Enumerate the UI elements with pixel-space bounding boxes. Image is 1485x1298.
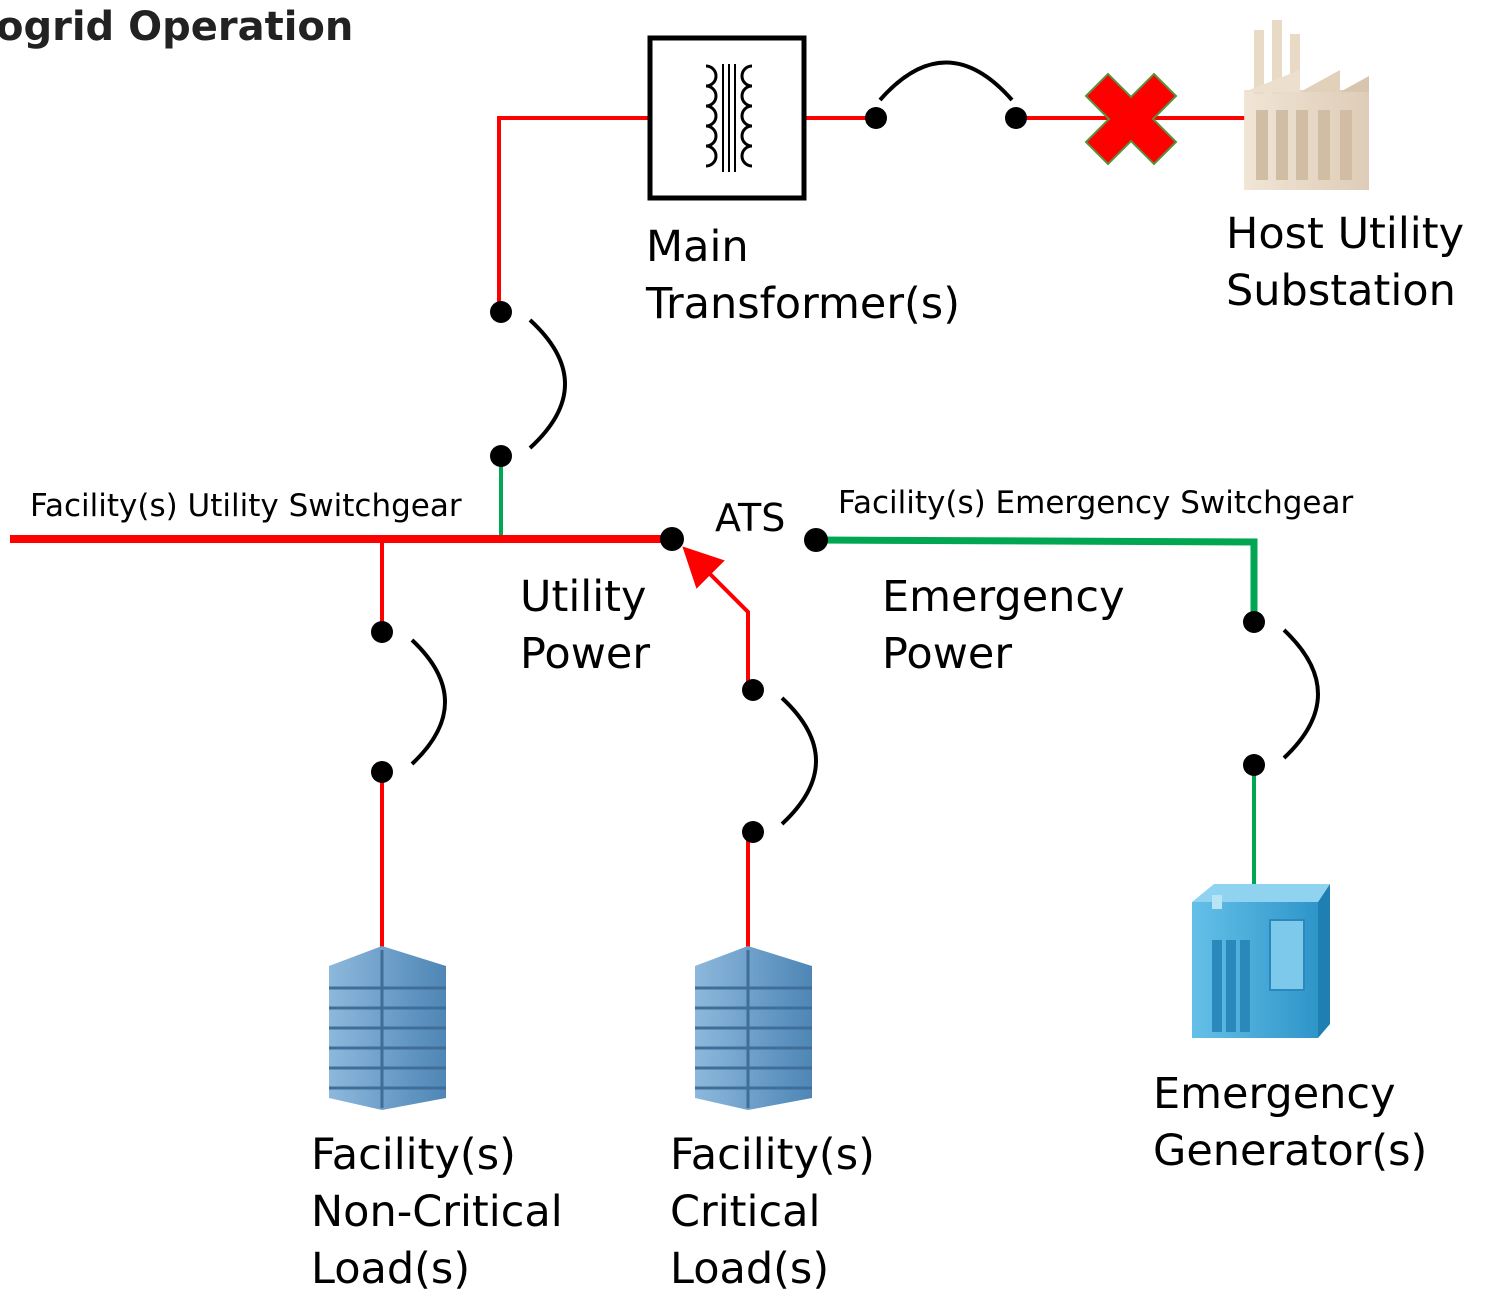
- main-transformer-label: Main Transformer(s): [646, 222, 960, 329]
- critical-load-label: Facility(s) Critical Load(s): [670, 1130, 875, 1294]
- emergency-generator-label: Emergency Generator(s): [1153, 1069, 1428, 1176]
- breaker-transformer-top: [865, 60, 1027, 129]
- building-icon: [695, 946, 812, 1110]
- host-utility-label: Host Utility Substation: [1226, 209, 1465, 316]
- utility-lines: [10, 116, 1245, 966]
- ats-label: ATS: [715, 496, 786, 540]
- emergency-switchgear-label: Facility(s) Emergency Switchgear: [838, 485, 1354, 521]
- emergency-lines: [499, 456, 1258, 895]
- breaker-noncritical: [371, 621, 447, 783]
- emergency-power-label: Emergency Power: [882, 572, 1125, 679]
- disconnected-x-icon: [1084, 72, 1178, 166]
- breaker-emergency: [1243, 611, 1320, 776]
- emergency-bus: [815, 536, 1258, 622]
- utility-switchgear-label: Facility(s) Utility Switchgear: [30, 488, 462, 524]
- ats-emergency-contact: [804, 528, 828, 552]
- building-icon: [329, 946, 446, 1110]
- breaker-utility-main: [490, 301, 567, 467]
- transformer-feeder-line: [497, 116, 650, 312]
- critical-top-line: [682, 546, 750, 690]
- generator-icon: [1192, 884, 1330, 1038]
- utility-power-label: Utility Power: [520, 572, 651, 679]
- breaker-critical: [742, 679, 818, 843]
- substation-icon: [1244, 20, 1369, 190]
- transformer-icon: [647, 35, 807, 201]
- noncritical-load-label: Facility(s) Non-Critical Load(s): [311, 1130, 563, 1294]
- page-title: ogrid Operation: [0, 4, 354, 50]
- ats-utility-contact: [660, 527, 684, 551]
